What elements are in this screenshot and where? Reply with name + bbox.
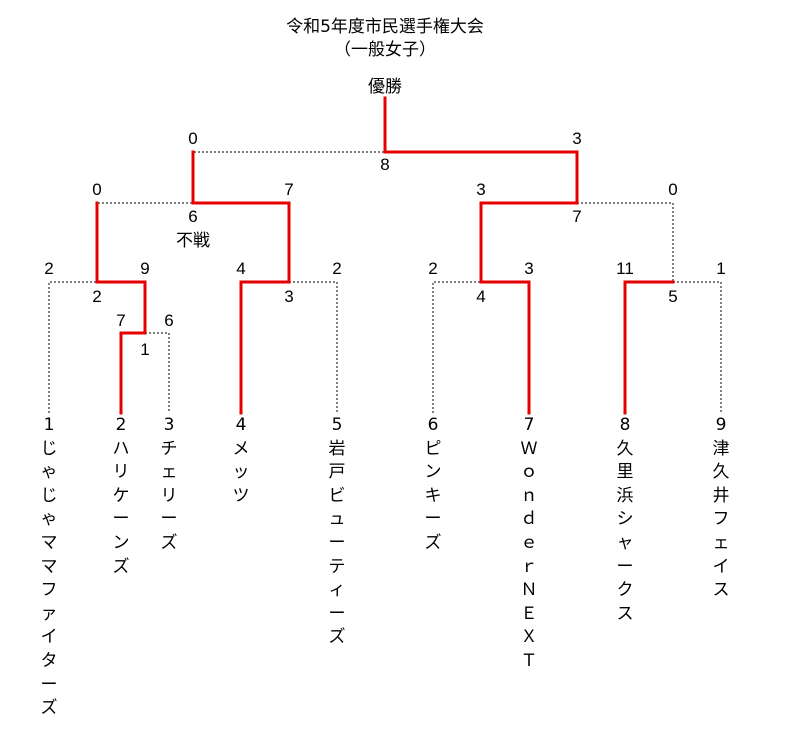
team-name: 岩戸ビューティーズ: [328, 438, 346, 648]
match3-right-score: 2: [332, 259, 342, 278]
team-entry: 6 ピンキーズ: [422, 414, 444, 556]
match7-left-score: 3: [476, 180, 486, 199]
team-entry: 8 久里浜シャークス: [614, 414, 636, 626]
match2-number: 2: [92, 287, 102, 306]
team-name: じゃじゃママファイターズ: [40, 438, 58, 719]
match7-right-score: 0: [668, 180, 678, 199]
match6-number: 6: [188, 207, 198, 226]
match2-left-score: 2: [44, 259, 54, 278]
bracket-line-m2-loser: [48, 281, 97, 413]
match5-right-score: 1: [716, 259, 726, 278]
final-match-number: 8: [380, 155, 390, 174]
match4-number: 4: [476, 287, 486, 306]
match2-right-score: 9: [140, 259, 150, 278]
bracket-line-m5-loser: [673, 281, 722, 413]
match7-number: 7: [572, 207, 582, 226]
team-seed: 1: [43, 415, 55, 435]
bracket-line-m7-loser: [577, 202, 674, 282]
match4-left-score: 2: [428, 259, 438, 278]
team-seed: 3: [163, 415, 175, 435]
team-entry: 4 メッツ: [230, 414, 252, 508]
match5-number: 5: [668, 287, 678, 306]
match3-number: 3: [284, 287, 294, 306]
team-entry: 1 じゃじゃママファイターズ: [38, 414, 60, 721]
team-entry: 5 岩戸ビューティーズ: [326, 414, 348, 650]
match1-left-score: 7: [116, 311, 126, 330]
team-seed: 9: [715, 415, 727, 435]
team-name: チェリーズ: [160, 438, 178, 553]
champion-label: 優勝: [368, 77, 402, 96]
team-entry: 3 チェリーズ: [158, 414, 180, 556]
team-name: 津久井フェイス: [712, 438, 730, 601]
bracket-title: 令和5年度市民選手権大会: [286, 17, 484, 37]
team-name: Ｗｏｎｄｅｒ ＮＥＸＴ: [520, 438, 555, 671]
bracket-line-m3-loser: [289, 281, 338, 413]
bracket-line-m3-winner: [239, 201, 291, 415]
bracket-line-m4-loser: [432, 281, 481, 413]
team-name: 久里浜シャークス: [616, 438, 634, 624]
bracket-subtitle: （一般女子）: [334, 40, 436, 60]
final-left-score: 0: [188, 129, 198, 148]
match1-right-score: 6: [164, 311, 174, 330]
team-seed: 6: [427, 415, 439, 435]
match3-left-score: 4: [236, 259, 246, 278]
bracket-line-m4-winner: [479, 201, 531, 415]
match6-note: 不戦: [176, 231, 210, 251]
bracket-line-m1-loser: [145, 332, 170, 413]
match1-number: 1: [140, 340, 150, 359]
team-seed: 7: [523, 415, 535, 435]
bracket-line-m7-winner: [479, 150, 579, 205]
bracket-line-m1-winner: [119, 280, 147, 415]
team-seed: 4: [235, 415, 247, 435]
team-name: メッツ: [232, 438, 250, 506]
team-seed: 5: [331, 415, 343, 435]
team-seed: 2: [115, 415, 127, 435]
team-entry: 9 津久井フェイス: [710, 414, 732, 603]
team-entry: 2 ハリケーンズ: [110, 414, 132, 579]
match6-right-score: 7: [284, 180, 294, 199]
team-name: ハリケーンズ: [112, 438, 130, 577]
final-right-score: 3: [572, 129, 582, 148]
match5-left-score: 11: [616, 259, 634, 278]
team-seed: 8: [619, 415, 631, 435]
match6-left-score: 0: [92, 180, 102, 199]
match4-right-score: 3: [524, 259, 534, 278]
bracket-line-m5-winner: [623, 280, 675, 415]
team-name: ピンキーズ: [424, 438, 442, 553]
